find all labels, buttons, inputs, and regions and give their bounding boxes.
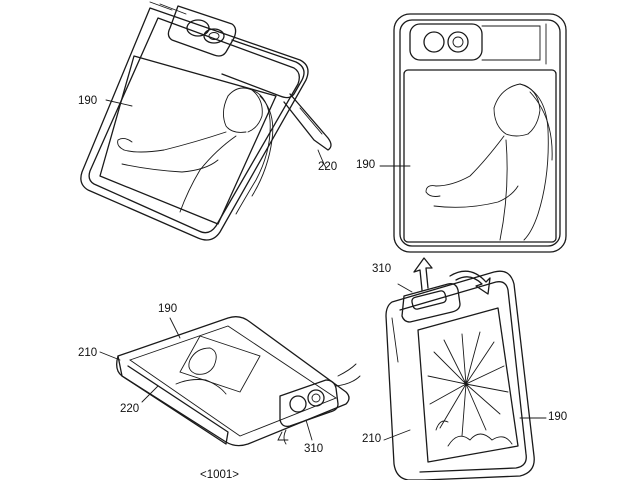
fig2-person-sketch [425,83,553,241]
fig4-sunburst-sketch [427,331,513,447]
fig3-camera-module [277,363,361,445]
fig4-display [417,307,519,463]
label-fig4-display: 190 [548,411,568,423]
fig3-display [179,335,261,393]
fig2-camera-module [409,23,547,65]
fig1-person-sketch [117,87,274,215]
label-fig4-frame: 210 [362,433,382,445]
fig1-camera-module [149,1,237,57]
fig1-kickstand [283,93,332,151]
label-fig3-frame: 210 [78,347,98,359]
figure-3-folded-device [99,316,361,447]
fig2-display [403,69,557,243]
label-fig1-display: 190 [78,95,98,107]
label-fig2-display: 190 [356,159,376,171]
label-figure-ref: <1001> [200,469,240,481]
fig3-person-sketch [175,347,227,395]
label-fig1-stand: 220 [318,161,338,173]
label-fig3-display: 190 [158,303,178,315]
figure-1-tilted-device [80,1,332,241]
fig4-camera-module [401,257,491,323]
figure-2-front-view [379,13,567,253]
fig1-display [99,55,277,225]
label-fig3-hinge: 220 [120,403,140,415]
figure-4-rotated-camera [383,257,547,480]
label-fig3-camera: 310 [304,443,324,455]
label-fig4-camera: 310 [372,263,392,275]
